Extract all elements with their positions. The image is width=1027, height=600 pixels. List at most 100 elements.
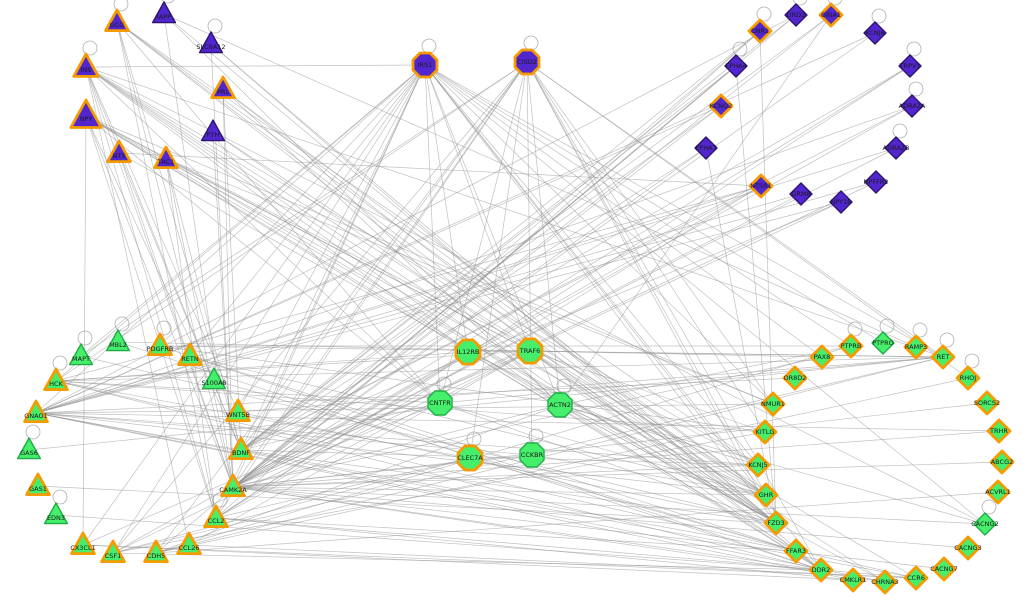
node-OR8D2[interactable] xyxy=(782,365,808,391)
node-ABCG2[interactable] xyxy=(989,449,1015,475)
node-CCR6[interactable] xyxy=(903,565,929,591)
edge-HCK-DDR2 xyxy=(55,380,822,571)
edge-CAMK2A-CACNG2 xyxy=(232,486,986,525)
node-ADRA2B[interactable] xyxy=(884,136,908,160)
node-TRHR[interactable] xyxy=(986,418,1012,444)
edge-GNAO1-CHRNA3 xyxy=(35,412,886,583)
node-CACNG3[interactable] xyxy=(955,535,981,561)
node-CX3CL1[interactable] xyxy=(70,531,96,555)
node-DRD2[interactable] xyxy=(784,3,808,27)
edge-GCG-CAMK2A xyxy=(116,21,234,488)
node-CMKLR1[interactable] xyxy=(840,567,866,593)
node-NPFFR2[interactable] xyxy=(864,170,888,194)
edge-KCNJ6-CAMK2A xyxy=(232,32,876,488)
node-NPY[interactable] xyxy=(69,98,103,129)
edge-IRS1-PTPRB xyxy=(424,64,852,347)
node-RHOJ[interactable] xyxy=(955,365,981,391)
node-INS[interactable] xyxy=(72,52,100,78)
edge-IRS1-FZD3 xyxy=(424,64,777,524)
node-PDGFRB[interactable] xyxy=(147,332,173,357)
edge-IL12RB-HCK xyxy=(55,351,469,382)
node-CCKBR[interactable] xyxy=(519,442,545,468)
node-KITLG[interactable] xyxy=(752,419,778,445)
node-SORCS2[interactable] xyxy=(974,390,1000,416)
node-PRL[interactable] xyxy=(210,75,236,99)
node-HCK[interactable] xyxy=(43,367,69,392)
node-RAMP3[interactable] xyxy=(903,334,929,360)
node-GCG[interactable] xyxy=(104,8,130,33)
node-CLEC7A[interactable] xyxy=(456,444,484,472)
node-DDR2[interactable] xyxy=(808,557,834,583)
node-KCNJ6[interactable] xyxy=(863,21,887,45)
node-MBL2[interactable] xyxy=(105,329,131,352)
edge-IRS1-CX3CL1 xyxy=(82,64,426,546)
node-RETN[interactable] xyxy=(177,342,203,367)
node-ACVRL1[interactable] xyxy=(985,479,1011,505)
node-SLC6A12[interactable] xyxy=(198,31,224,54)
node-EPHA7[interactable] xyxy=(694,136,718,160)
node-NPY1R[interactable] xyxy=(829,190,853,214)
node-RET[interactable] xyxy=(930,344,956,370)
node-IL12RB[interactable] xyxy=(454,338,482,366)
edge-IRS1-WNT5B xyxy=(237,64,426,413)
self-loop-RET xyxy=(939,332,955,348)
node-GHR[interactable] xyxy=(753,482,779,508)
node-ACTN2[interactable] xyxy=(547,392,573,418)
node-CCL26[interactable] xyxy=(176,531,202,555)
node-GAS6[interactable] xyxy=(16,437,42,460)
edge-ACTN2-DDR2 xyxy=(559,404,822,571)
self-loop-CCL2 xyxy=(212,492,228,508)
node-CCL2[interactable] xyxy=(203,504,229,528)
node-CNTFR[interactable] xyxy=(427,390,453,416)
node-KCNJ5[interactable] xyxy=(745,452,771,478)
node-CAMK2A[interactable] xyxy=(220,473,246,498)
node-TRAF6[interactable] xyxy=(516,337,544,365)
edge-CSF1-KITLG xyxy=(112,431,766,554)
node-CISD2[interactable] xyxy=(513,48,541,76)
node-WNT5B[interactable] xyxy=(225,398,251,423)
edge-NPY-NMUR1 xyxy=(85,115,774,405)
node-NTSR1[interactable] xyxy=(748,173,774,199)
node-PAX8[interactable] xyxy=(809,344,835,370)
edge-RETN-FFAR3 xyxy=(189,355,797,552)
node-NTS[interactable] xyxy=(106,139,132,164)
node-EPHA4[interactable] xyxy=(724,54,748,78)
node-CHRNA3[interactable] xyxy=(872,569,898,595)
node-CNR1[interactable] xyxy=(747,18,773,44)
self-loop-RAMP3 xyxy=(912,322,928,338)
node-KCNQ2[interactable] xyxy=(708,93,734,119)
edge-NTS-BDNF xyxy=(118,152,242,451)
node-CSF1[interactable] xyxy=(100,539,126,563)
node-NMUR1[interactable] xyxy=(760,391,786,417)
edge-CDH5-RET xyxy=(155,356,944,554)
node-CDH5[interactable] xyxy=(143,539,169,563)
node-FZD3[interactable] xyxy=(763,510,789,536)
node-ADRA2A[interactable] xyxy=(900,94,924,118)
node-S100A8[interactable] xyxy=(201,367,227,390)
node-GNAO1[interactable] xyxy=(23,399,49,424)
node-EDN3[interactable] xyxy=(43,502,69,525)
edge-TRPV1-BDNF xyxy=(240,65,911,451)
edge-CNTFR-HCK xyxy=(55,380,441,404)
node-PTPRO[interactable] xyxy=(871,331,895,355)
node-GAS1[interactable] xyxy=(25,472,51,497)
node-PTPRB[interactable] xyxy=(838,333,864,359)
edge-ACTN2-CAMK2A xyxy=(232,404,561,488)
node-PTH[interactable] xyxy=(200,119,226,142)
node-CACNG2[interactable] xyxy=(973,512,997,536)
node-CACNG7[interactable] xyxy=(931,556,957,582)
node-GRIA1[interactable] xyxy=(818,2,844,28)
edge-NTSR1-BDNF xyxy=(240,185,762,451)
node-BDNF[interactable] xyxy=(228,436,254,461)
edges-layer xyxy=(28,13,1003,583)
self-loop-ADRA2A xyxy=(908,81,924,97)
node-TRPV1[interactable] xyxy=(898,54,922,78)
edge-INS-RET xyxy=(85,66,944,358)
node-IRS1[interactable] xyxy=(411,51,439,79)
node-IAPP[interactable] xyxy=(151,1,177,24)
node-MAPT[interactable] xyxy=(68,343,94,366)
node-TAC1[interactable] xyxy=(153,145,179,170)
node-GRM8[interactable] xyxy=(789,182,813,206)
node-FFAR3[interactable] xyxy=(783,538,809,564)
